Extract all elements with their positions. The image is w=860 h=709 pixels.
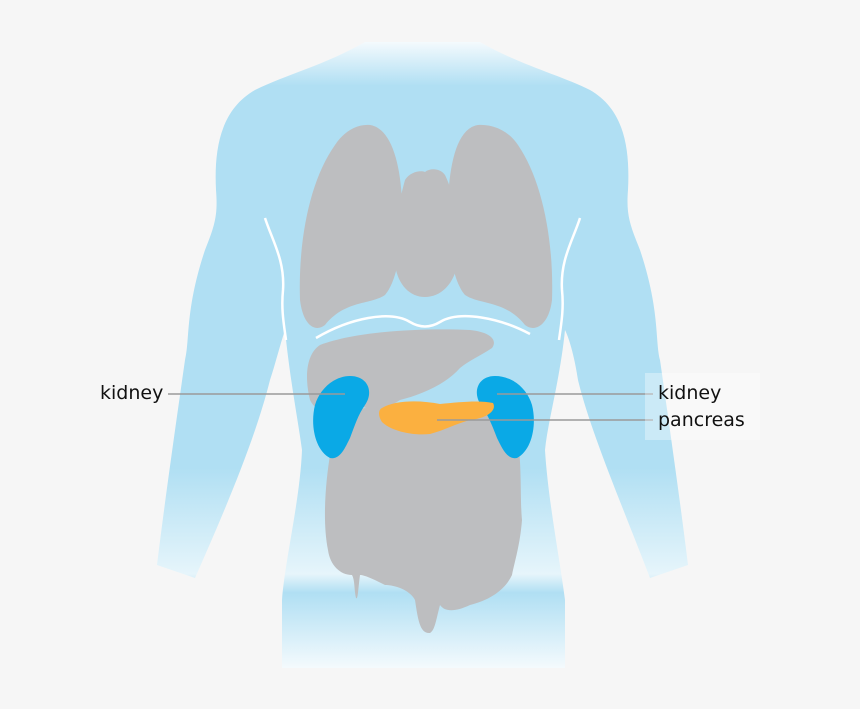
heart — [394, 169, 459, 297]
pancreas-label: pancreas — [658, 409, 745, 431]
right-label-background — [645, 373, 760, 440]
left-kidney-label: kidney — [100, 382, 164, 404]
rib-line-left — [263, 217, 288, 341]
left-lung — [299, 124, 403, 328]
diaphragm-line — [315, 315, 531, 340]
left-kidney — [313, 376, 370, 459]
right-kidney — [476, 376, 534, 459]
rib-line-right — [557, 217, 582, 341]
pancreas — [379, 401, 494, 435]
right-kidney-label: kidney — [658, 382, 722, 404]
intestines — [324, 407, 522, 634]
right-lung — [447, 124, 553, 328]
